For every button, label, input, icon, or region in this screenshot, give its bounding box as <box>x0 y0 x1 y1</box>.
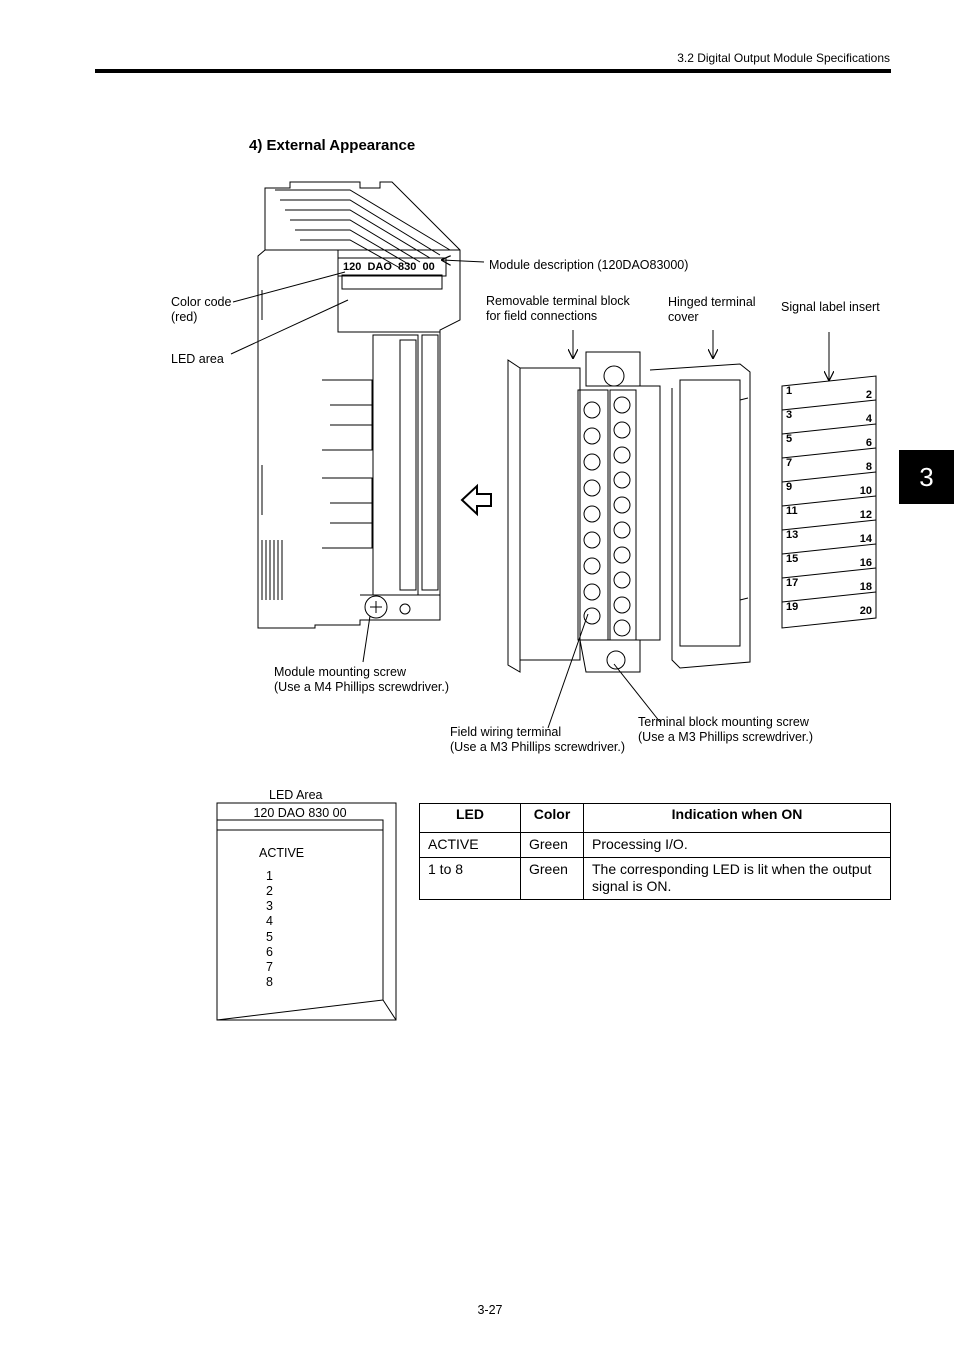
signal-num-left: 7 <box>786 457 792 469</box>
label-field-wiring: Field wiring terminal (Use a M3 Phillips… <box>450 725 626 754</box>
signal-num-right: 12 <box>860 509 872 521</box>
module-body <box>257 181 461 629</box>
led-area-caption: LED Area <box>269 788 323 802</box>
signal-num-left: 1 <box>786 385 792 397</box>
signal-num-left: 5 <box>786 433 792 445</box>
insert-direction-arrow <box>460 483 492 517</box>
label-module-description: Module description (120DAO83000) <box>489 258 689 272</box>
table-row: ACTIVE Green Processing I/O. <box>419 832 891 858</box>
chapter-tab: 3 <box>899 450 954 504</box>
label-color-code: Color code (red) <box>171 295 232 324</box>
signal-num-right: 6 <box>866 437 872 449</box>
signal-num-right: 8 <box>866 461 872 473</box>
signal-num-right: 20 <box>860 605 872 617</box>
terminal-block <box>507 351 751 673</box>
signal-num-right: 14 <box>860 533 873 545</box>
cell-color: Green <box>520 857 584 900</box>
table-row: 1 to 8 Green The corresponding LED is li… <box>419 857 891 900</box>
signal-num-left: 15 <box>786 553 798 565</box>
header-rule <box>95 69 891 73</box>
terminal-screws <box>583 396 631 637</box>
cell-led: ACTIVE <box>419 832 521 858</box>
label-block-screw: Terminal block mounting screw (Use a M3 … <box>638 715 814 744</box>
label-led-area: LED area <box>171 352 224 366</box>
leader-field-wiring <box>547 613 589 729</box>
signal-num-left: 17 <box>786 577 798 589</box>
led-number: 7 <box>266 960 273 974</box>
cell-indication: The corresponding LED is lit when the ou… <box>583 857 891 900</box>
label-removable-terminal: Removable terminal block for field conne… <box>486 294 630 323</box>
cell-color: Green <box>520 832 584 858</box>
led-number: 5 <box>266 930 273 944</box>
signal-num-right: 2 <box>866 389 872 401</box>
label-hinged-cover: Hinged terminal cover <box>668 295 756 324</box>
label-signal-label: Signal label insert <box>781 300 880 314</box>
signal-numbers: 1 3 5 7 9 11 13 15 17 19 2 4 6 8 10 12 1… <box>786 385 873 617</box>
leader-module-description <box>442 260 485 262</box>
signal-num-right: 10 <box>860 485 872 497</box>
led-number: 8 <box>266 975 273 989</box>
col-header-color: Color <box>520 803 584 833</box>
led-number: 4 <box>266 914 273 928</box>
signal-num-left: 9 <box>786 481 792 493</box>
signal-num-left: 11 <box>786 505 798 517</box>
led-area-outline <box>216 802 397 1021</box>
label-module-screw: Module mounting screw (Use a M4 Phillips… <box>274 665 450 694</box>
led-active-label: ACTIVE <box>259 846 305 860</box>
leader-color-code <box>232 271 346 303</box>
col-header-indication: Indication when ON <box>583 803 891 833</box>
signal-num-right: 4 <box>866 413 873 425</box>
signal-label-insert <box>781 375 877 629</box>
signal-num-left: 3 <box>786 409 792 421</box>
signal-num-right: 18 <box>860 581 872 593</box>
page-number: 3-27 <box>477 1303 503 1317</box>
led-number: 6 <box>266 945 273 959</box>
signal-num-left: 13 <box>786 529 798 541</box>
leader-module-screw <box>362 615 371 663</box>
cell-indication: Processing I/O. <box>583 832 891 858</box>
led-number: 2 <box>266 884 273 898</box>
signal-num-right: 16 <box>860 557 872 569</box>
col-header-led: LED <box>419 803 521 833</box>
signal-num-left: 19 <box>786 601 798 613</box>
led-area-header: 120 DAO 830 00 <box>253 806 347 820</box>
running-header: 3.2 Digital Output Module Specifications <box>677 51 890 65</box>
led-indication-table: LED Color Indication when ON ACTIVE Gree… <box>419 803 891 900</box>
leader-led-area <box>230 299 349 355</box>
led-number: 1 <box>266 869 273 883</box>
table-header-row: LED Color Indication when ON <box>419 803 891 833</box>
section-title: 4) External Appearance <box>249 137 416 154</box>
led-number: 3 <box>266 899 273 913</box>
leader-block-screw <box>613 663 661 723</box>
module-label-text: 120 DAO 830 00 <box>343 261 435 273</box>
cell-led: 1 to 8 <box>419 857 521 900</box>
